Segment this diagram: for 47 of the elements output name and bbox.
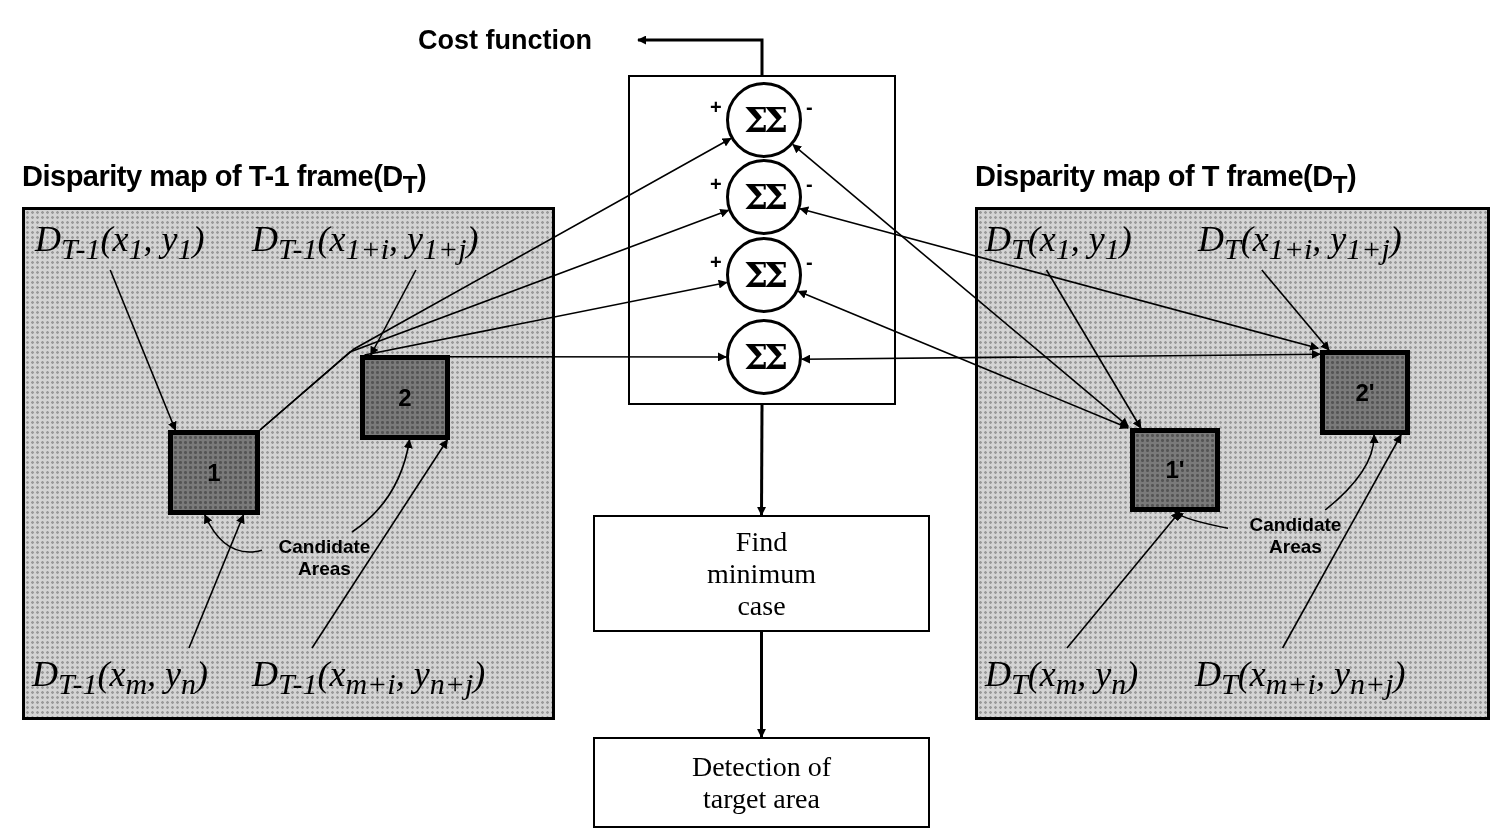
summation-circle: ΣΣ	[726, 319, 802, 395]
arrow	[363, 279, 728, 356]
sign-label: +	[710, 251, 722, 274]
leader-arrow	[1261, 269, 1330, 351]
panel-heading: Disparity map of T frame(D$_{T}$)	[975, 160, 1357, 199]
summation-circle: ΣΣ	[726, 159, 802, 235]
candidate-area-square: 2	[360, 355, 450, 440]
formula-label: D$_{T-1}$(x$_{1+i}$, y$_{1+j}$)	[252, 215, 550, 270]
candidate-areas-label: Candidate Areas	[262, 532, 387, 584]
leader-arrow	[204, 514, 263, 553]
formula-label: D$_{T}$(x$_{1}$, y$_{1}$)	[985, 215, 1190, 270]
arrow	[449, 352, 727, 362]
leader-arrow	[351, 439, 413, 533]
leader-arrow	[1324, 434, 1379, 511]
sign-label: +	[710, 173, 722, 196]
formula-label: D$_{T}$(x$_{m}$, y$_{n}$)	[985, 648, 1190, 706]
formula-label: D$_{T}$(x$_{1+i}$, y$_{1+j}$)	[1198, 215, 1488, 270]
leader-arrow	[1045, 269, 1142, 429]
candidate-area-square: 1	[168, 430, 260, 515]
summation-block	[628, 75, 896, 405]
leader-arrow	[370, 269, 417, 356]
sign-label: +	[710, 96, 722, 119]
arrow	[259, 208, 730, 431]
candidate-areas-label: Candidate Areas	[1228, 510, 1363, 562]
leader-arrow	[1281, 434, 1402, 649]
output-label: Cost function	[418, 20, 638, 60]
arrow	[797, 290, 1130, 430]
sign-label: -	[806, 173, 813, 196]
arrow	[799, 206, 1320, 351]
arrow	[757, 632, 766, 738]
summation-circle: ΣΣ	[726, 237, 802, 313]
candidate-area-square: 2'	[1320, 350, 1410, 435]
panel-heading: Disparity map of T-1 frame(D$_{T}$)	[22, 160, 427, 199]
summation-circle: ΣΣ	[726, 82, 802, 158]
sign-label: -	[806, 96, 813, 119]
formula-label: D$_{T-1}$(x$_{m}$, y$_{n}$)	[32, 648, 250, 706]
arrow	[801, 349, 1321, 364]
arrow	[792, 143, 1129, 428]
formula-label: D$_{T}$(x$_{m+i}$, y$_{n+j}$)	[1195, 648, 1487, 706]
candidate-area-square: 1'	[1130, 428, 1220, 512]
arrow	[757, 405, 767, 516]
process-box: Find minimum case	[593, 515, 930, 632]
formula-label: D$_{T-1}$(x$_{m+i}$, y$_{n+j}$)	[252, 648, 552, 706]
formula-label: D$_{T-1}$(x$_{1}$, y$_{1}$)	[35, 215, 250, 270]
process-box: Detection of target area	[593, 737, 930, 828]
sign-label: -	[806, 251, 813, 274]
arrow	[637, 35, 764, 75]
